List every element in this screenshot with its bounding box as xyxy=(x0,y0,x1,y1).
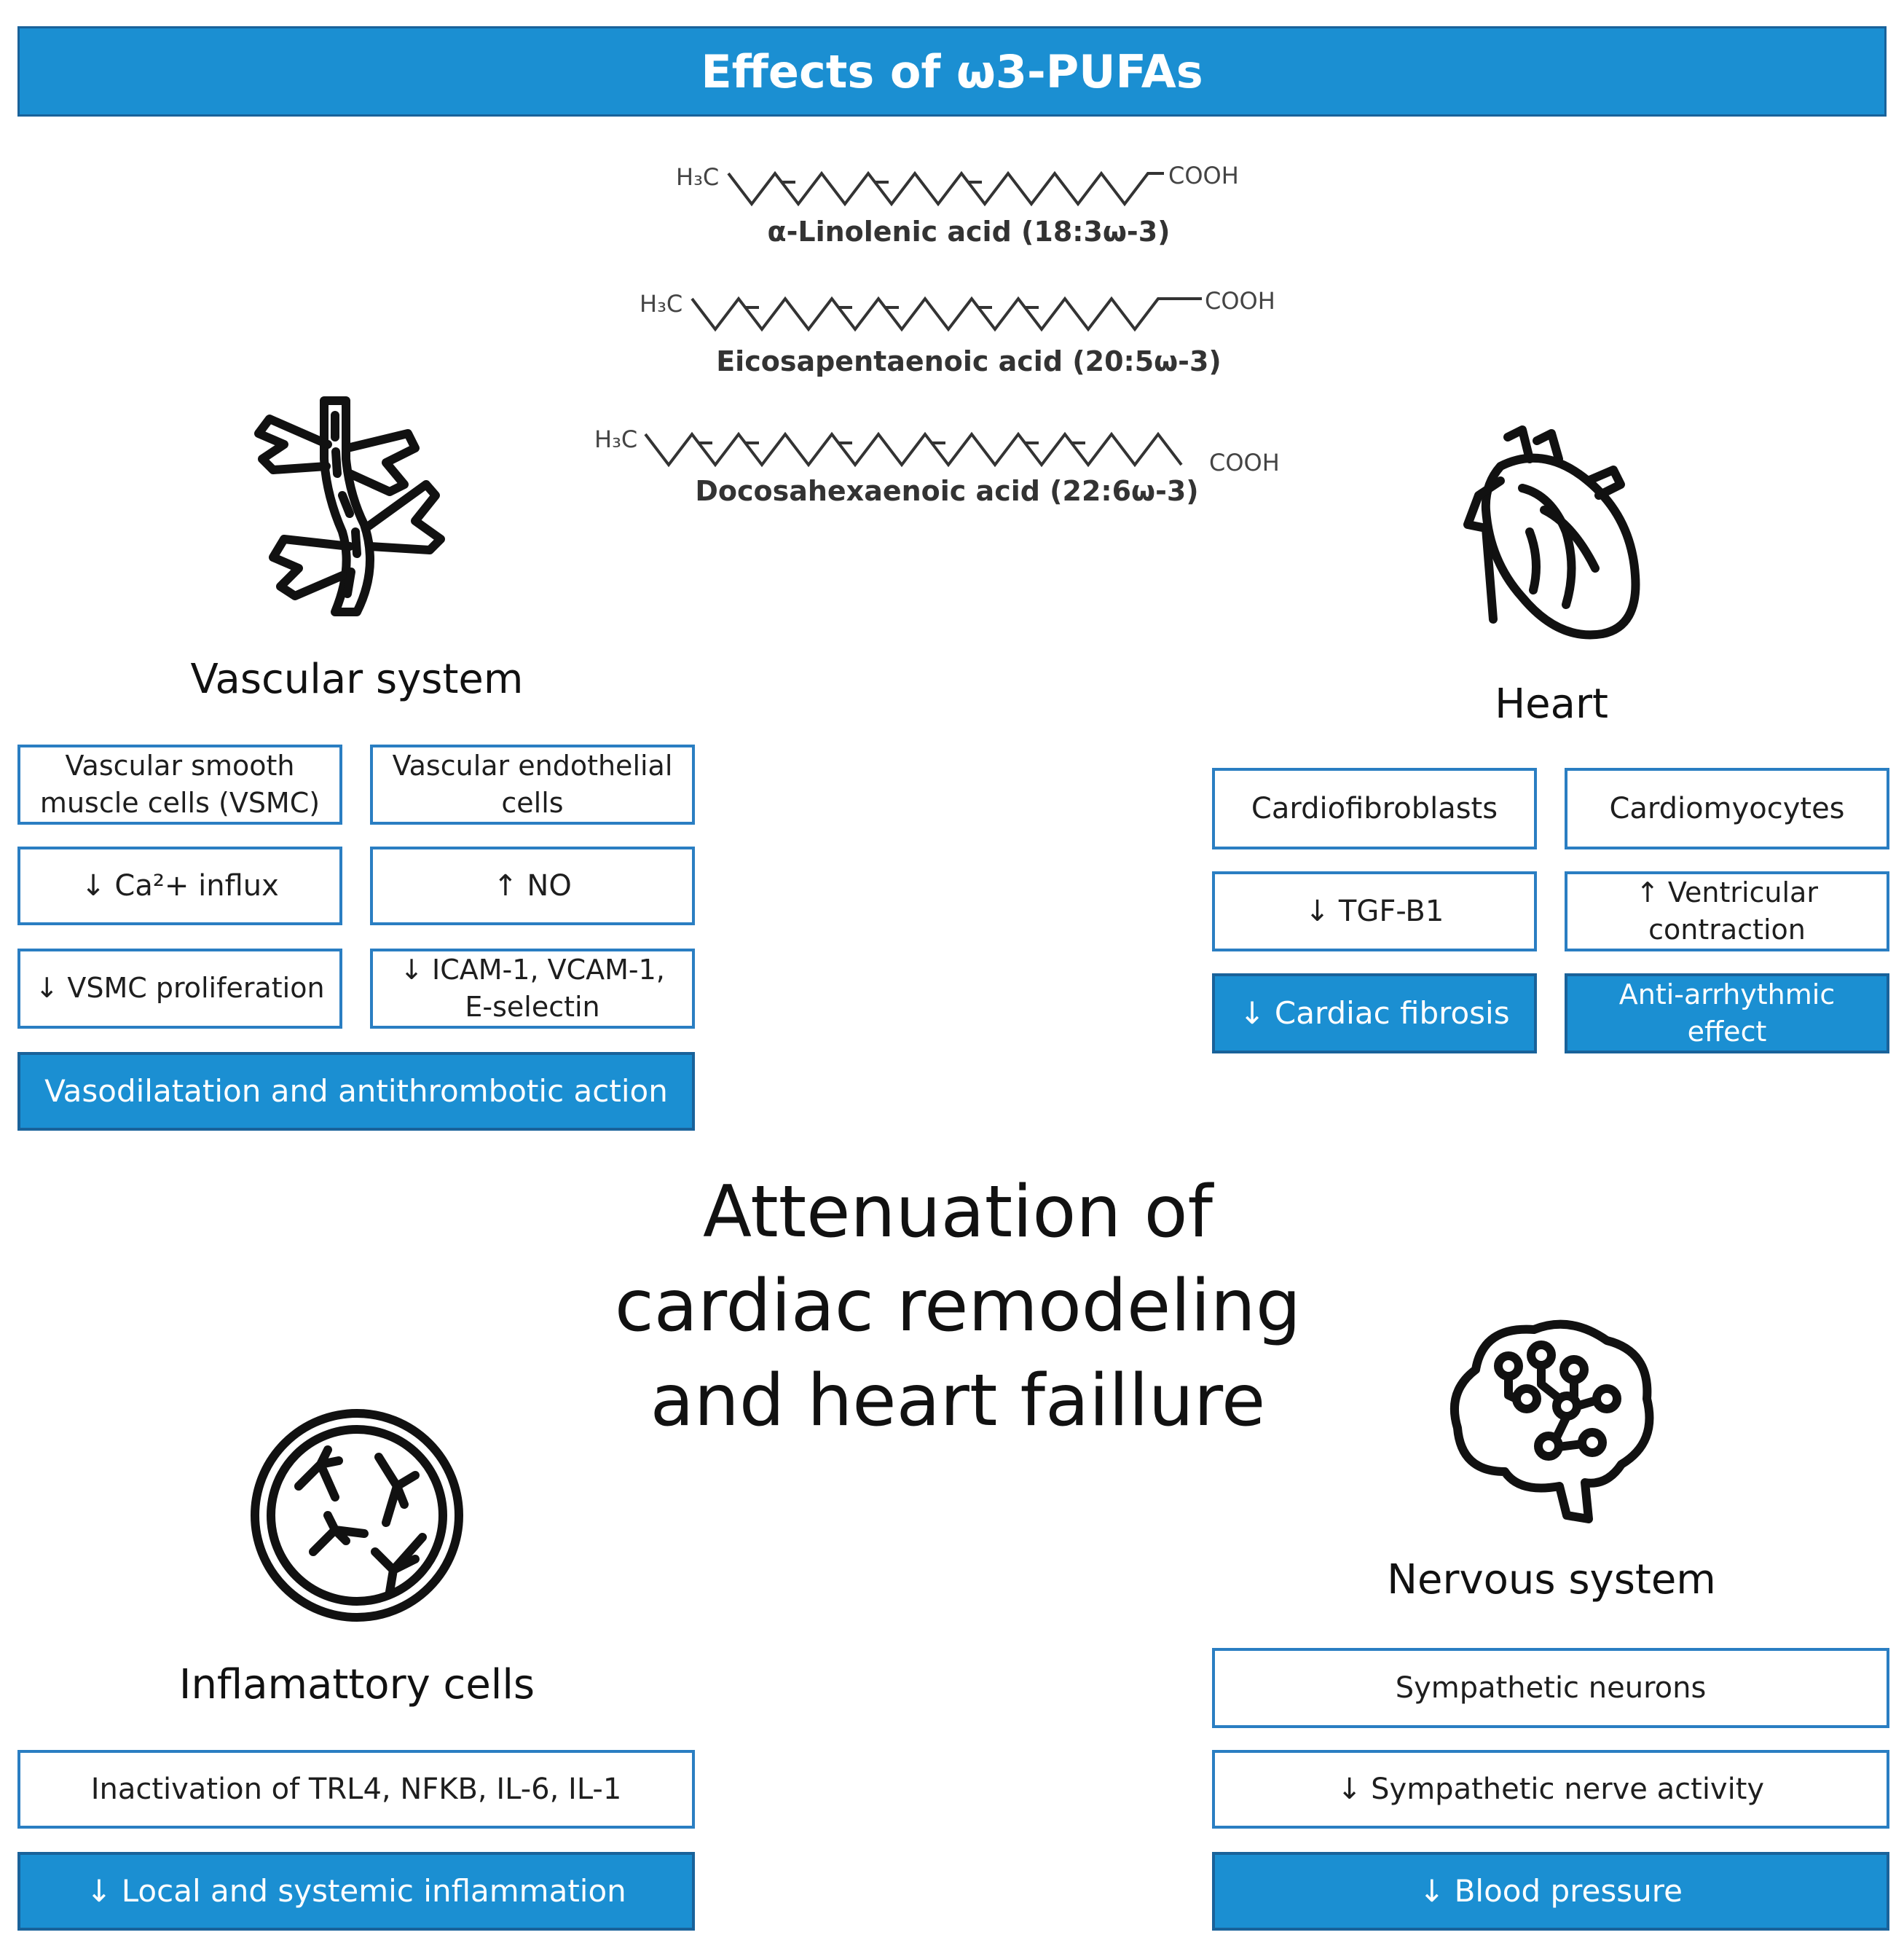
vasodilatation-outcome: Vasodilatation and antithrombotic action xyxy=(17,1052,695,1131)
sympathetic-activity-box: ↓ Sympathetic nerve activity xyxy=(1212,1750,1889,1829)
acid-1-name: α-Linolenic acid (18:3ω-3) xyxy=(767,216,1171,248)
acid-1-left-group: H₃C xyxy=(676,163,720,191)
acid-2-right-group: COOH xyxy=(1205,287,1275,315)
cardiomyocytes-box: Cardiomyocytes xyxy=(1565,768,1889,849)
vsmc-box: Vascular smooth muscle cells (VSMC) xyxy=(17,745,342,825)
anti-arrhythmic-outcome: Anti-arrhythmic effect xyxy=(1565,973,1889,1053)
acid-3-left-group: H₃C xyxy=(594,425,638,453)
acid-3-chain xyxy=(644,431,1183,468)
trl4-inactivation-box: Inactivation of TRL4, NFKB, IL-6, IL-1 xyxy=(17,1750,695,1829)
vsmc-proliferation-box: ↓ VSMC proliferation xyxy=(17,949,342,1029)
acid-3-right-group: COOH xyxy=(1209,449,1280,476)
vascular-title: Vascular system xyxy=(190,656,524,703)
sympathetic-neurons-box: Sympathetic neurons xyxy=(1212,1648,1889,1728)
inflammation-outcome: ↓ Local and systemic inflammation xyxy=(17,1852,695,1931)
acid-1-right-group: COOH xyxy=(1168,162,1239,189)
endothelial-box: Vascular endothelial cells xyxy=(370,745,695,825)
antibody-cell-icon xyxy=(248,1406,466,1628)
heart-icon xyxy=(1457,415,1646,659)
cardiofibroblasts-box: Cardiofibroblasts xyxy=(1212,768,1537,849)
acid-2-chain xyxy=(691,296,1202,332)
calcium-influx-box: ↓ Ca²+ influx xyxy=(17,847,342,925)
acid-2-left-group: H₃C xyxy=(640,290,683,318)
acid-2-name: Eicosapentaenoic acid (20:5ω-3) xyxy=(716,345,1222,377)
acid-3-name: Docosahexaenoic acid (22:6ω-3) xyxy=(695,475,1199,507)
blood-vessel-icon xyxy=(240,393,473,629)
heart-title: Heart xyxy=(1495,680,1608,728)
blood-pressure-outcome: ↓ Blood pressure xyxy=(1212,1852,1889,1931)
ventricular-contraction-box: ↑ Ventricular contraction xyxy=(1565,871,1889,951)
tgf-box: ↓ TGF-B1 xyxy=(1212,871,1537,951)
title-banner: Effects of ω3-PUFAs xyxy=(17,26,1887,117)
adhesion-molecules-box: ↓ ICAM-1, VCAM-1, E-selectin xyxy=(370,949,695,1029)
page-title: Effects of ω3-PUFAs xyxy=(701,44,1203,98)
central-statement: Attenuation of cardiac remodeling and he… xyxy=(614,1171,1302,1442)
no-box: ↑ NO xyxy=(370,847,695,925)
cardiac-fibrosis-outcome: ↓ Cardiac fibrosis xyxy=(1212,973,1537,1053)
acid-1-chain xyxy=(727,170,1164,207)
inflammatory-title: Inflamattory cells xyxy=(178,1661,535,1708)
nervous-title: Nervous system xyxy=(1387,1556,1716,1604)
brain-circuit-icon xyxy=(1439,1311,1665,1533)
